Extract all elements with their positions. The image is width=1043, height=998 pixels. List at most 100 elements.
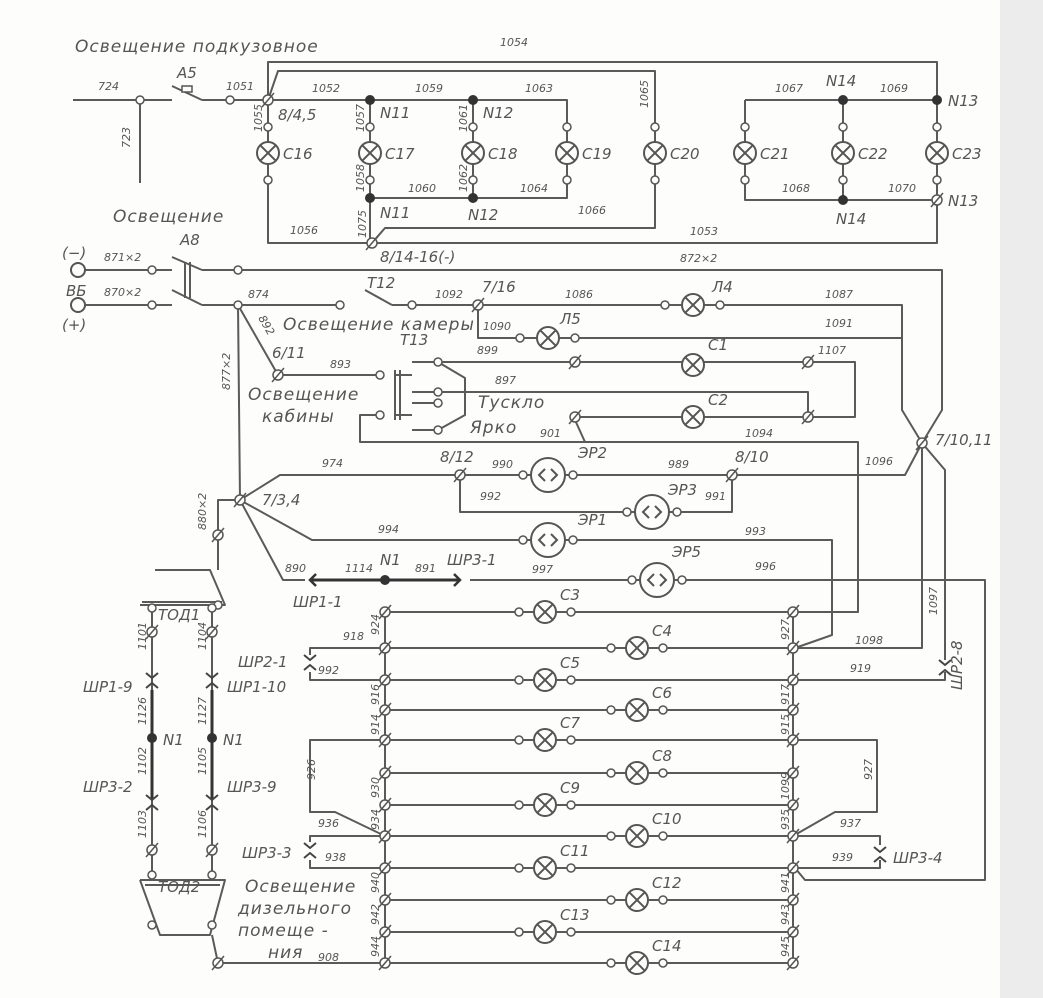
terminal bbox=[468, 122, 478, 132]
label-c16: С16 bbox=[283, 145, 313, 163]
wire bbox=[239, 499, 305, 581]
lamp-c11 bbox=[533, 856, 557, 880]
terminal-clamp bbox=[378, 828, 392, 844]
connector-shr3-4 bbox=[873, 846, 887, 863]
label-w916: 916 bbox=[369, 684, 382, 705]
wire bbox=[309, 739, 386, 837]
terminal-clamp bbox=[205, 624, 219, 640]
terminal bbox=[514, 735, 524, 745]
lamp-c1 bbox=[681, 353, 705, 377]
label-l4: Л4 bbox=[711, 278, 733, 296]
label-plus: (+) bbox=[62, 316, 86, 334]
label-shr11: ШР1-1 bbox=[293, 593, 343, 611]
label-c3: С3 bbox=[560, 586, 580, 604]
label-w723: 723 bbox=[120, 127, 133, 148]
wire bbox=[793, 835, 881, 845]
components bbox=[70, 85, 952, 975]
label-c8: С8 bbox=[652, 747, 672, 765]
terminal bbox=[568, 470, 578, 480]
label-title_d4: ния bbox=[268, 943, 303, 963]
label-w1052: 1052 bbox=[312, 82, 340, 95]
label-w1103: 1103 bbox=[136, 810, 149, 838]
breaker-a5-icon bbox=[181, 85, 193, 93]
label-w940: 940 bbox=[369, 872, 382, 893]
label-w1097: 1097 bbox=[927, 587, 940, 615]
terminal-clamp bbox=[786, 892, 800, 908]
label-w936: 936 bbox=[318, 817, 339, 830]
wire bbox=[140, 569, 226, 606]
label-w1055: 1055 bbox=[252, 104, 265, 132]
label-w974: 974 bbox=[322, 457, 343, 470]
label-w991: 991 bbox=[705, 490, 726, 503]
label-dim: Тускло bbox=[478, 393, 545, 413]
terminal-clamp bbox=[145, 624, 159, 640]
label-w942: 942 bbox=[369, 904, 382, 925]
terminal-clamp bbox=[568, 354, 582, 370]
lamp-c10 bbox=[625, 824, 649, 848]
terminal-clamp bbox=[378, 797, 392, 813]
label-n11b: N11 bbox=[380, 204, 410, 222]
terminal bbox=[375, 410, 385, 420]
terminal-clamp bbox=[365, 235, 379, 251]
wire bbox=[267, 61, 938, 100]
terminal bbox=[658, 958, 668, 968]
terminal-clamp bbox=[378, 924, 392, 940]
label-w899: 899 bbox=[477, 344, 498, 357]
terminal bbox=[622, 507, 632, 517]
label-w937: 937 bbox=[840, 817, 861, 830]
terminal-clamp bbox=[786, 732, 800, 748]
label-w1051: 1051 bbox=[226, 80, 254, 93]
label-w1065: 1065 bbox=[638, 80, 651, 108]
wire bbox=[171, 289, 203, 306]
terminal-clamp bbox=[786, 924, 800, 940]
label-c21: С21 bbox=[760, 145, 790, 163]
label-w1054: 1054 bbox=[500, 36, 528, 49]
label-w1075: 1075 bbox=[356, 210, 369, 238]
wire bbox=[309, 860, 385, 869]
lamp-c21 bbox=[733, 141, 757, 165]
label-n11: N11 bbox=[380, 104, 410, 122]
wire bbox=[921, 442, 946, 660]
label-tod1: ТОД1 bbox=[158, 606, 200, 624]
terminal-clamp bbox=[233, 492, 247, 508]
label-shr33: ШР3-3 bbox=[242, 844, 292, 862]
label-n1: N1 bbox=[380, 551, 401, 569]
label-w1127: 1127 bbox=[196, 697, 209, 725]
label-tod2: ТОД2 bbox=[158, 878, 200, 896]
label-c20: С20 bbox=[670, 145, 700, 163]
terminal bbox=[263, 122, 273, 132]
terminal bbox=[407, 300, 417, 310]
label-title_d3: помеще - bbox=[238, 921, 329, 941]
label-w1070: 1070 bbox=[888, 182, 916, 195]
label-w1057: 1057 bbox=[354, 104, 367, 132]
lamp-c12 bbox=[625, 888, 649, 912]
label-n14b: N14 bbox=[836, 210, 866, 228]
terminal-clamp bbox=[801, 409, 815, 425]
label-w1053: 1053 bbox=[690, 225, 718, 238]
label-c9: С9 bbox=[560, 779, 580, 797]
label-c18: С18 bbox=[488, 145, 518, 163]
label-w1092: 1092 bbox=[435, 288, 463, 301]
lamp-c22 bbox=[831, 141, 855, 165]
label-w724: 724 bbox=[98, 80, 119, 93]
wire bbox=[171, 256, 203, 271]
label-w1096: 1096 bbox=[865, 455, 893, 468]
label-l5: Л5 bbox=[559, 310, 581, 328]
label-shr21: ШР2-1 bbox=[238, 653, 288, 671]
wire bbox=[438, 391, 809, 417]
terminal bbox=[433, 398, 443, 408]
label-c19: С19 bbox=[582, 145, 612, 163]
terminal bbox=[147, 265, 157, 275]
label-n12: N12 bbox=[483, 104, 513, 122]
label-n810: 8/10 bbox=[735, 448, 769, 466]
label-n716: 7/16 bbox=[482, 278, 516, 296]
junction-node bbox=[932, 95, 942, 105]
terminal-clamp bbox=[378, 765, 392, 781]
label-w1087: 1087 bbox=[825, 288, 853, 301]
label-w1059: 1059 bbox=[415, 82, 443, 95]
label-title_cab2: кабины bbox=[262, 407, 335, 427]
terminal-clamp bbox=[378, 892, 392, 908]
label-w1099: 1099 bbox=[779, 772, 792, 800]
terminal bbox=[207, 920, 217, 930]
label-w927b: 927 bbox=[862, 759, 875, 780]
